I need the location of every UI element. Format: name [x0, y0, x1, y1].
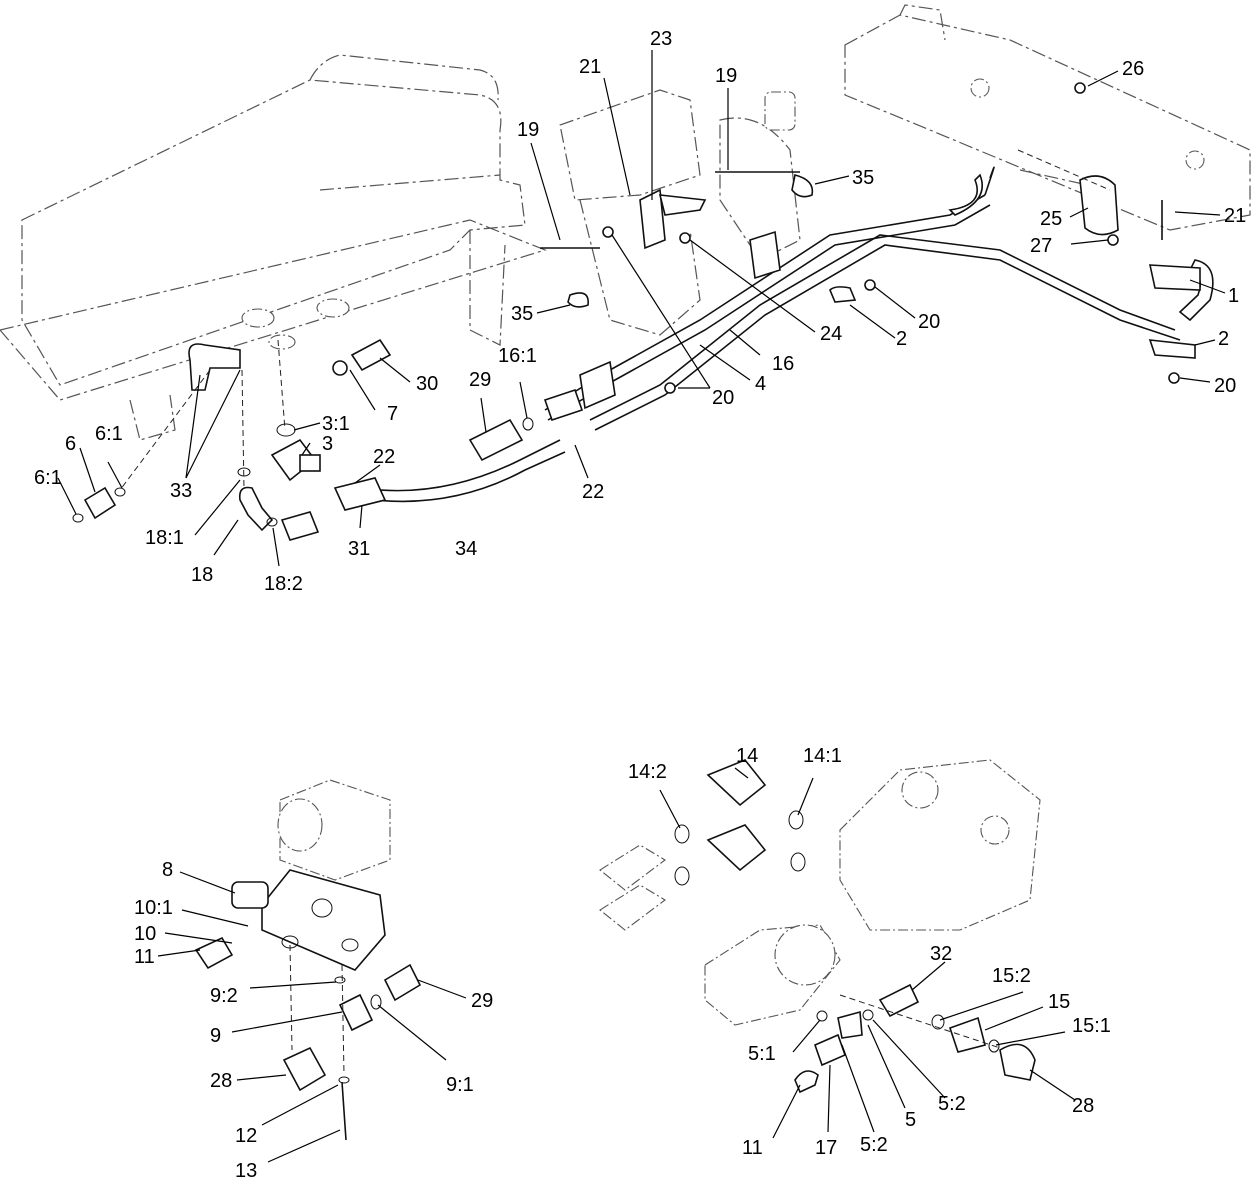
callout-17: 17 [815, 1137, 837, 1159]
callout-5: 5 [905, 1109, 916, 1131]
callout-29: 29 [469, 369, 491, 391]
callout-18: 18 [191, 564, 213, 586]
callout-9-2: 9:2 [210, 985, 238, 1007]
callout-5-2: 5:2 [860, 1134, 888, 1156]
callout-10-1: 10:1 [134, 897, 173, 919]
callout-21: 21 [1224, 205, 1246, 227]
callout-19: 19 [517, 119, 539, 141]
callout-2: 2 [1218, 328, 1229, 350]
callout-21: 21 [579, 56, 601, 78]
callout-32: 32 [930, 943, 952, 965]
callout-11: 11 [134, 946, 155, 968]
callout-20: 20 [712, 387, 734, 409]
callout-22: 22 [373, 446, 395, 468]
callout-31: 31 [348, 538, 370, 560]
callout-20: 20 [918, 311, 940, 333]
frame-phantom-outline [0, 4, 1251, 441]
callout-4: 4 [755, 373, 766, 395]
callout-28: 28 [1072, 1095, 1094, 1117]
callout-8: 8 [162, 859, 173, 881]
callout-33: 33 [170, 480, 192, 502]
callout-10: 10 [134, 923, 156, 945]
callout-28: 28 [210, 1070, 232, 1092]
callout-35: 35 [511, 303, 533, 325]
callout-29: 29 [471, 990, 493, 1012]
callout-5-2: 5:2 [938, 1093, 966, 1115]
callout-6-1: 6:1 [95, 423, 123, 445]
callout-12: 12 [235, 1125, 257, 1147]
leader-lines [57, 50, 1226, 1163]
callout-34: 34 [455, 538, 477, 560]
pump-assembly [599, 759, 1041, 1094]
callout-25: 25 [1040, 208, 1062, 230]
callout-6-1: 6:1 [34, 467, 62, 489]
steering-control-assembly [194, 779, 422, 1141]
callout-6: 6 [65, 433, 76, 455]
callout-27: 27 [1030, 235, 1052, 257]
tube-assembly [72, 82, 1214, 541]
callout-18-2: 18:2 [264, 573, 303, 595]
callout-23: 23 [650, 28, 672, 50]
callout-35: 35 [852, 167, 874, 189]
callout-16: 16 [772, 353, 794, 375]
callout-15-1: 15:1 [1072, 1015, 1111, 1037]
callout-7: 7 [387, 403, 398, 425]
callout-14: 14 [736, 745, 758, 767]
callout-16-1: 16:1 [498, 345, 537, 367]
callout-5-1: 5:1 [748, 1043, 776, 1065]
callout-15-2: 15:2 [992, 965, 1031, 987]
callout-2: 2 [896, 328, 907, 350]
callout-30: 30 [416, 373, 438, 395]
callout-14-2: 14:2 [628, 761, 667, 783]
callout-3-1: 3:1 [322, 413, 350, 435]
callout-22: 22 [582, 481, 604, 503]
callout-24: 24 [820, 323, 842, 345]
callout-26: 26 [1122, 58, 1144, 80]
callout-11: 11 [742, 1137, 763, 1159]
callout-3: 3 [322, 433, 333, 455]
callout-20: 20 [1214, 375, 1236, 397]
callout-9-1: 9:1 [446, 1074, 474, 1096]
callout-9: 9 [210, 1025, 221, 1047]
callout-1: 1 [1228, 285, 1239, 307]
callout-18-1: 18:1 [145, 527, 184, 549]
callout-15: 15 [1048, 991, 1070, 1013]
callout-14-1: 14:1 [803, 745, 842, 767]
callout-13: 13 [235, 1160, 257, 1182]
callout-labels: 1 2 2 3 3:1 4 5 5:1 5:2 5:2 6 6:1 6:1 7 … [34, 28, 1246, 1182]
callout-19: 19 [715, 65, 737, 87]
